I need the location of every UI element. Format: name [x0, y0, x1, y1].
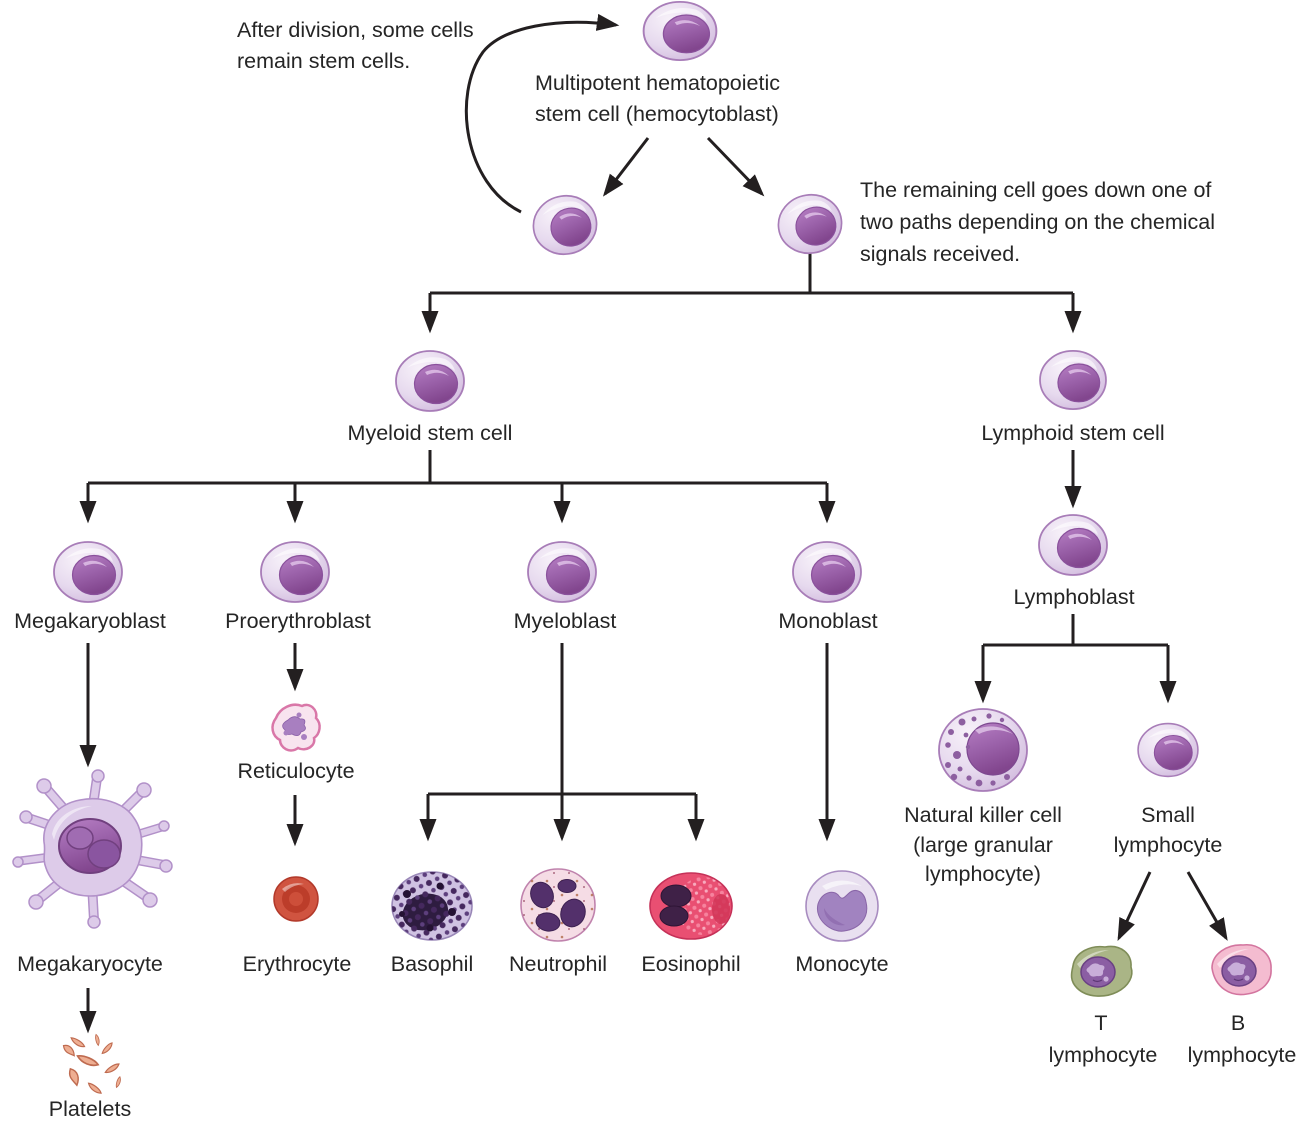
monoblast-cell [792, 541, 862, 603]
platelets-cluster [61, 1033, 123, 1096]
connector-to-b-lymphocyte [1186, 871, 1228, 941]
hemocytoblast-label-line1: Multipotent hematopoietic [535, 71, 780, 95]
platelets-label: Platelets [49, 1097, 131, 1121]
b-lymphocyte-cell [1211, 944, 1272, 996]
daughter-stem-cell-right [773, 189, 847, 259]
proerythroblast-label: Proerythroblast [225, 609, 371, 633]
basophil-cell [391, 871, 473, 941]
small-lymphocyte-cell [1137, 722, 1199, 778]
myeloid-stem-cell-label: Myeloid stem cell [348, 421, 513, 445]
connector-to-t-lymphocyte [1117, 871, 1152, 942]
hemocytoblast-label-line2: stem cell (hemocytoblast) [535, 102, 779, 126]
connectors [79, 13, 1228, 1034]
cells [12, 0, 1272, 1096]
remaining-cell-note-line2: two paths depending on the chemical [860, 210, 1215, 234]
connector-hemocytoblast-left-daughter [602, 137, 650, 197]
monocyte-cell [805, 870, 879, 942]
basophil-label: Basophil [391, 952, 473, 976]
myeloid-stem-cell [395, 350, 465, 412]
neutrophil-label: Neutrophil [509, 952, 607, 976]
remaining-cell-note-line3: signals received. [860, 242, 1020, 266]
monocyte-label: Monocyte [795, 952, 888, 976]
hemocytoblast-cell [642, 0, 718, 62]
reticulocyte-cell [271, 703, 321, 752]
t-lymphocyte-label-line1: T [1094, 1011, 1107, 1035]
t-lymphocyte-label-line2: lymphocyte [1049, 1043, 1158, 1067]
t-lymphocyte-cell [1070, 945, 1133, 997]
lymphoblast-label: Lymphoblast [1013, 585, 1134, 609]
neutrophil-cell [520, 868, 596, 942]
megakaryocyte-label: Megakaryocyte [17, 952, 163, 976]
small-lymphocyte-label-line2: lymphocyte [1114, 833, 1223, 857]
megakaryocyte-cell [12, 769, 173, 929]
monoblast-label: Monoblast [778, 609, 877, 633]
connector-stem-cell-self-renewal [464, 13, 620, 214]
lymphoid-stem-cell [1039, 350, 1107, 410]
megakaryoblast-label: Megakaryoblast [14, 609, 166, 633]
erythrocyte-cell [273, 876, 319, 922]
eosinophil-cell [649, 872, 733, 940]
nk-cell-label-line1: Natural killer cell [904, 803, 1062, 827]
labels: After division, some cells remain stem c… [14, 18, 1296, 1121]
small-lymphocyte-label-line1: Small [1141, 803, 1195, 827]
daughter-stem-cell-left [528, 190, 602, 260]
reticulocyte-label: Reticulocyte [237, 759, 354, 783]
lymphoid-stem-cell-label: Lymphoid stem cell [981, 421, 1164, 445]
proerythroblast-cell [260, 541, 330, 603]
megakaryoblast-cell [53, 541, 123, 603]
nk-cell-label-line3: lymphocyte) [925, 862, 1041, 886]
eosinophil-label: Eosinophil [641, 952, 740, 976]
erythrocyte-label: Erythrocyte [243, 952, 352, 976]
lymphoblast-cell [1038, 514, 1108, 576]
natural-killer-cell [938, 708, 1028, 792]
b-lymphocyte-label-line2: lymphocyte [1188, 1043, 1297, 1067]
after-division-note-line2: remain stem cells. [237, 49, 410, 73]
myeloblast-cell [527, 541, 597, 603]
after-division-note-line1: After division, some cells [237, 18, 474, 42]
connector-hemocytoblast-right-daughter [706, 136, 765, 197]
nk-cell-label-line2: (large granular [913, 833, 1053, 857]
myeloblast-label: Myeloblast [514, 609, 617, 633]
remaining-cell-note-line1: The remaining cell goes down one of [860, 178, 1211, 202]
b-lymphocyte-label-line1: B [1231, 1011, 1245, 1035]
